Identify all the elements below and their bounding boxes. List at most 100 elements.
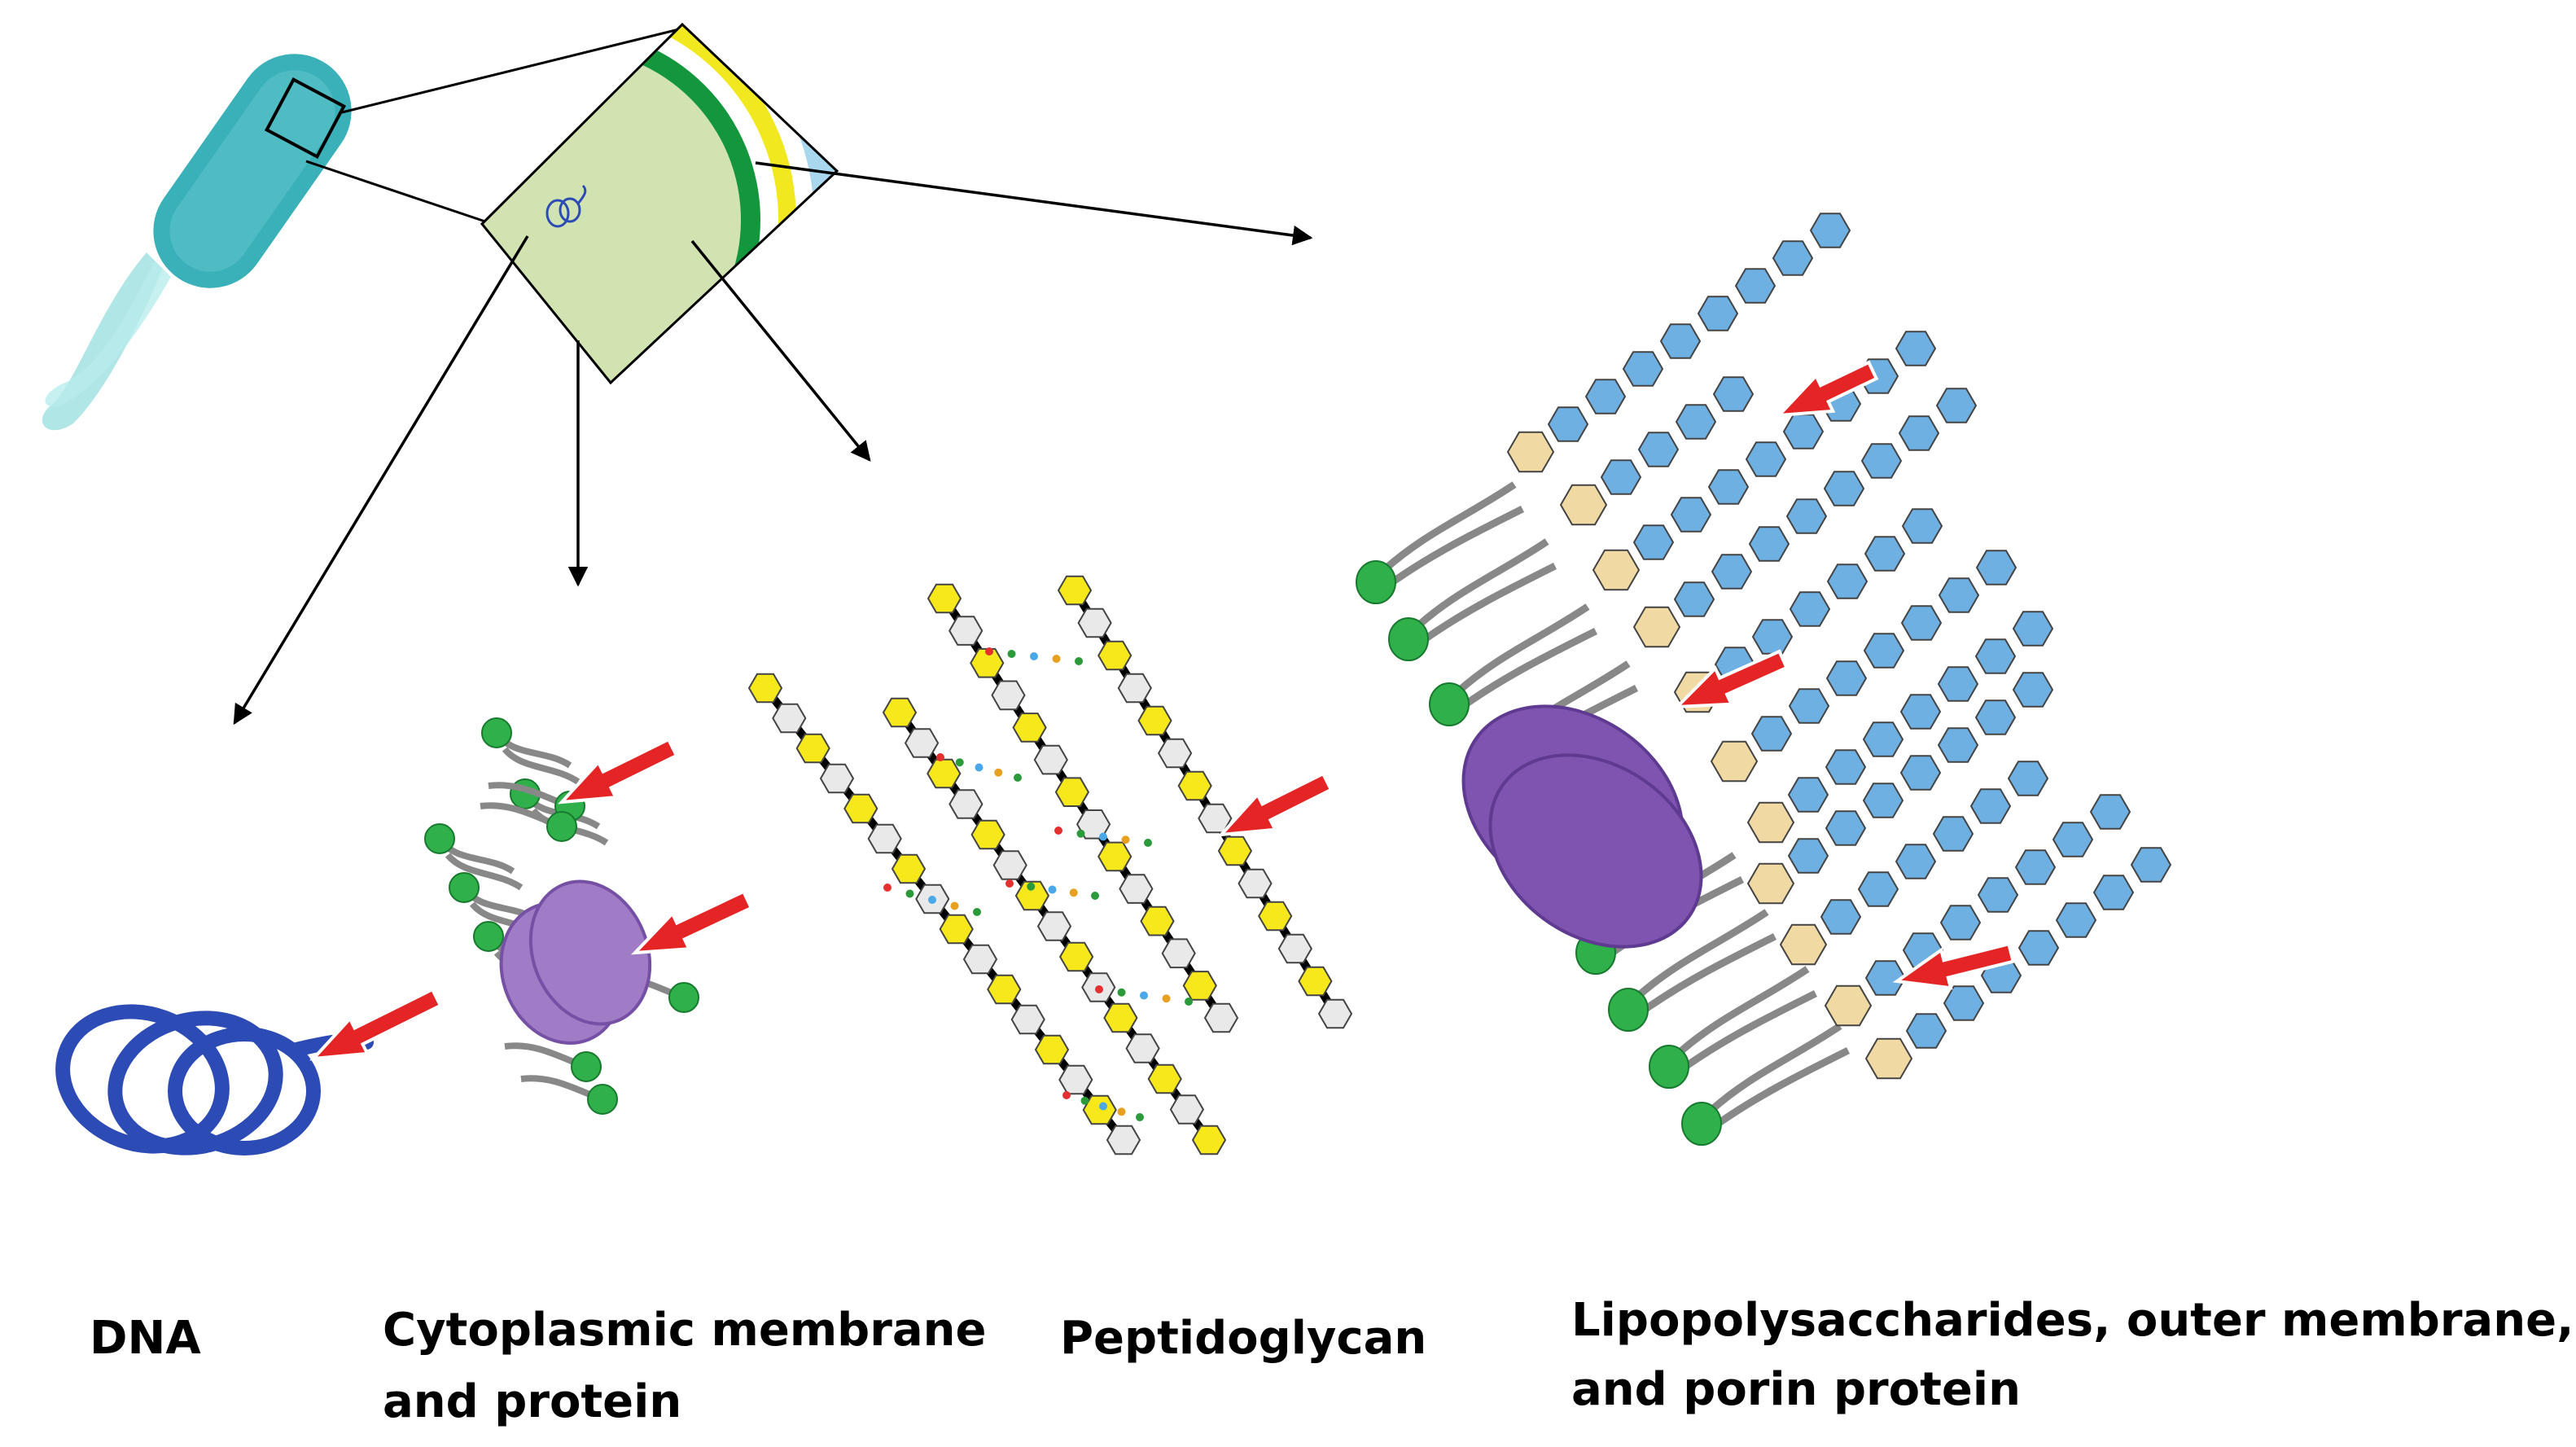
o-antigen-unit <box>1707 469 1750 505</box>
red-arrow <box>558 737 679 805</box>
lps-core <box>1559 484 1608 526</box>
o-antigen-unit <box>1939 905 1982 941</box>
lipid-head <box>1356 560 1396 604</box>
lps-core <box>1632 606 1681 648</box>
sugar-unit <box>1217 835 1253 866</box>
arrow-to-lps <box>755 161 1313 246</box>
lipid-head <box>546 811 577 842</box>
o-antigen-unit <box>1673 581 1715 617</box>
o-antigen-unit <box>1864 536 1906 572</box>
red-arrow <box>630 889 754 955</box>
sugar-unit <box>1117 673 1152 704</box>
peptide-crosslink <box>1117 988 1126 997</box>
sugar-unit <box>1298 966 1333 997</box>
outer-membrane-lps <box>1356 213 2172 1146</box>
sugar-unit <box>1010 1004 1045 1035</box>
o-antigen-unit <box>1547 406 1589 442</box>
peptide-crosslink <box>994 768 1003 777</box>
label-dna: DNA <box>90 1312 201 1365</box>
o-antigen-unit <box>2014 849 2057 885</box>
sugar-unit <box>1137 705 1172 736</box>
o-antigen-unit <box>2017 930 2060 966</box>
sugar-unit <box>987 974 1022 1005</box>
lipid-head <box>668 982 699 1013</box>
peptide-crosslink <box>1014 774 1022 782</box>
peptide-crosslink <box>1052 655 1061 663</box>
o-antigen-unit <box>1860 443 1903 479</box>
cell-wall-section <box>480 22 839 385</box>
lipid-tail <box>1674 966 1810 1058</box>
sugar-unit <box>1140 905 1175 936</box>
sugar-unit <box>1103 1002 1138 1033</box>
o-antigen-unit <box>1937 666 1979 702</box>
o-antigen-unit <box>1943 985 1985 1021</box>
peptide-crosslink <box>1162 994 1171 1003</box>
lipid-tail <box>1706 1023 1842 1115</box>
o-antigen-unit <box>1975 550 2017 585</box>
sugar-unit <box>948 789 984 819</box>
sugar-unit <box>1277 933 1312 964</box>
lipid-head <box>1388 617 1429 661</box>
peptide-crosslink <box>905 889 914 898</box>
o-antigen-unit <box>1825 749 1867 785</box>
lipid-tail <box>1633 909 1769 1001</box>
o-antigen-unit <box>1712 376 1755 412</box>
o-antigen-unit <box>2055 902 2097 938</box>
sugar-unit <box>991 680 1026 711</box>
o-antigen-unit <box>1938 577 1980 613</box>
sugar-unit <box>1317 998 1353 1029</box>
o-antigen-unit <box>2007 761 2049 796</box>
o-antigen-unit <box>1857 871 1899 907</box>
peptide-crosslink <box>950 901 959 910</box>
peptide-crosslink <box>1121 835 1130 844</box>
sugar-unit <box>927 583 962 614</box>
lipid-head <box>481 717 512 748</box>
label-lps: Lipopolysaccharides, outer membrane, <box>1571 1294 2574 1347</box>
label-lps-2: and porin protein <box>1571 1363 2021 1416</box>
lipid-head <box>424 823 455 854</box>
peptide-crosslink <box>985 647 993 656</box>
o-antigen-unit <box>1788 688 1830 724</box>
sugar-unit <box>747 673 783 704</box>
o-antigen-unit <box>1751 619 1794 655</box>
sugar-unit <box>1238 868 1273 899</box>
peptide-crosslink <box>1185 998 1193 1006</box>
lipid-head <box>1649 1045 1689 1089</box>
o-antigen-unit <box>1748 526 1790 562</box>
o-antigen-unit <box>1901 508 1943 544</box>
o-antigen-unit <box>1787 777 1829 813</box>
sugar-unit <box>1077 607 1112 638</box>
o-antigen-unit <box>1969 788 2012 824</box>
sugar-unit <box>867 823 902 854</box>
dna-coil <box>55 1004 374 1155</box>
o-antigen-unit <box>2092 875 2135 910</box>
lps-core <box>1824 984 1873 1027</box>
sugar-unit <box>1191 1125 1227 1155</box>
zoom-lines <box>305 27 683 223</box>
sugar-unit <box>843 793 878 824</box>
o-antigen-unit <box>1787 838 1829 874</box>
sugar-unit <box>1125 1033 1160 1063</box>
sugar-unit <box>1258 901 1293 932</box>
sugar-unit <box>882 697 918 728</box>
sugar-unit <box>1203 1002 1239 1033</box>
peptide-crosslink <box>1075 657 1083 665</box>
lipid-head <box>571 1051 602 1082</box>
sugar-unit <box>795 733 830 764</box>
lipid-head <box>1608 988 1649 1032</box>
o-antigen-unit <box>1862 783 1904 818</box>
peptide-crosslink <box>1062 1091 1071 1099</box>
lipid-tail <box>1390 505 1525 585</box>
o-antigen-unit <box>1697 296 1739 331</box>
peptide-crosslink <box>928 896 936 904</box>
peptide-crosslink <box>1005 879 1014 888</box>
lps-core <box>1864 1037 1913 1080</box>
sugar-unit <box>1182 971 1217 1001</box>
lps-core <box>1592 549 1641 591</box>
lipid-head <box>473 921 504 952</box>
peptide-crosslink <box>1030 652 1038 660</box>
red-arrow <box>1774 360 1879 418</box>
sugar-unit <box>1012 713 1047 743</box>
label-cytoplasmic-membrane: Cytoplasmic membrane <box>383 1304 987 1357</box>
